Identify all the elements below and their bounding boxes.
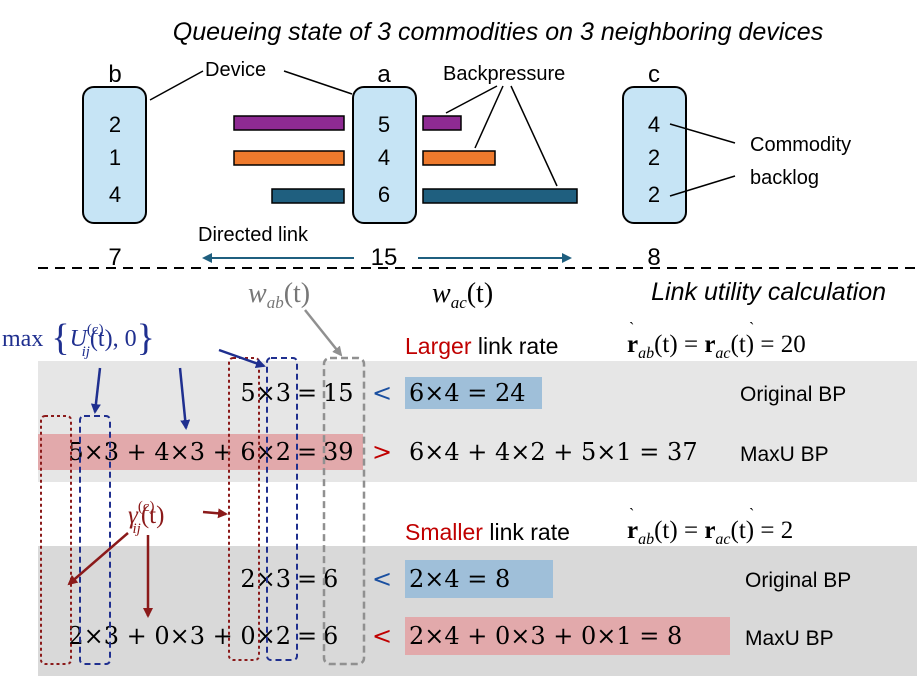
s1r2-rhs: 6×4 + 4×2 + 5×1 = 37 — [409, 438, 698, 466]
backpressure-leader-1 — [445, 85, 498, 114]
queue-b-3: 4 — [109, 182, 121, 207]
s2r2-label: MaxU BP — [745, 627, 834, 650]
weight-ab: wab(t) — [248, 278, 310, 312]
commodity-backlog-label-line2: backlog — [750, 167, 819, 189]
gamma-annotation: γ(c)ij(t) — [128, 499, 164, 537]
s1r2-val: 39 — [323, 438, 354, 466]
queue-b-2: 1 — [109, 145, 121, 170]
scenario2-rate-label: Smaller link rate — [405, 519, 570, 545]
highlight-col-u-2 — [266, 357, 298, 661]
scenario1-rate-label: Larger link rate — [405, 333, 558, 359]
s2r1-lhs: 2×3 — [240, 565, 291, 593]
device-box-b — [82, 86, 147, 224]
highlight-col-weight — [322, 356, 366, 666]
commodity-leader-1 — [669, 123, 736, 144]
queue-a-1: 5 — [378, 112, 390, 137]
s1r2-eq: = — [297, 438, 317, 466]
s2r1-rhs-highlight — [405, 560, 553, 598]
figure-title: Queueing state of 3 commodities on 3 nei… — [173, 18, 823, 46]
total-a: 15 — [371, 244, 398, 271]
s2r2-rhs-highlight — [405, 617, 730, 655]
arrow-gamma-to-col1 — [67, 532, 129, 586]
highlight-col-u-1 — [79, 415, 111, 665]
backpressure-leader-3 — [510, 85, 558, 187]
scenario1-grave-2: ` — [749, 320, 754, 337]
s1r1-rhs: 6×4 = 24 — [409, 379, 526, 407]
commodity-leader-2 — [669, 175, 736, 197]
s2r1-label: Original BP — [745, 569, 851, 592]
s2r1-op: < — [372, 565, 392, 593]
queue-a-2: 4 — [378, 145, 390, 170]
s2r1-eq: = — [297, 565, 317, 593]
arrow-u-to-col1 — [90, 367, 102, 414]
queue-c-1: 4 — [648, 112, 660, 137]
backpressure-bar-3 — [422, 188, 578, 204]
directed-link-label: Directed link — [198, 224, 309, 246]
device-leader-line-b — [149, 70, 204, 101]
arrow-weight-to-col — [304, 309, 343, 357]
queue-c-3: 2 — [648, 182, 660, 207]
bar-a-commodity1 — [233, 115, 345, 131]
s2r2-eq: = — [297, 622, 317, 650]
weight-ac: wac(t) — [432, 278, 493, 312]
scenario2-grave-1: ` — [629, 506, 634, 523]
s1r1-label: Original BP — [740, 383, 846, 406]
backpressure-bar-1 — [422, 115, 462, 131]
total-b: 7 — [108, 244, 121, 271]
s1r2-op: > — [372, 438, 392, 466]
s1r1-eq: = — [297, 379, 317, 407]
s2r2-rhs: 2×4 + 0×3 + 0×1 = 8 — [409, 622, 682, 650]
s1r1-lhs: 5×3 — [240, 379, 291, 407]
bar-a-commodity2 — [233, 150, 345, 166]
highlight-col-gamma-1 — [40, 415, 72, 665]
max-u-annotation: max{U(c)ij(t), 0} — [2, 317, 155, 360]
s1r2-lhs-highlight — [38, 434, 363, 470]
s2r1-val: 6 — [323, 565, 338, 593]
device-name-a: a — [377, 61, 391, 88]
device-label: Device — [205, 59, 266, 81]
s1r1-op: < — [372, 379, 392, 407]
queue-b-1: 2 — [109, 112, 121, 137]
arrow-gamma-to-col2 — [202, 508, 228, 519]
bar-a-commodity3 — [271, 188, 345, 204]
s2r2-op: < — [372, 622, 392, 650]
backpressure-leader-2 — [474, 85, 504, 149]
s2r2-val: 6 — [323, 622, 338, 650]
commodity-backlog-label-line1: Commodity — [750, 134, 851, 156]
backpressure-label: Backpressure — [443, 63, 565, 85]
section2-title: Link utility calculation — [651, 278, 886, 306]
queue-a-3: 6 — [378, 182, 390, 207]
s1r1-val: 15 — [323, 379, 354, 407]
backpressure-bar-2 — [422, 150, 496, 166]
device-name-c: c — [648, 61, 660, 88]
arrow-u-to-col2 — [218, 348, 266, 369]
s2r2-lhs: 2×3 + 0×3 + 0×2 — [68, 622, 291, 650]
device-name-b: b — [108, 61, 121, 88]
scenario2-grave-2: ` — [749, 506, 754, 523]
s1r2-lhs: 5×3 + 4×3 + 6×2 — [68, 438, 291, 466]
s2r1-rhs: 2×4 = 8 — [409, 565, 510, 593]
device-box-a — [352, 86, 417, 224]
scenario2-rate-equation: rab(t) = rac(t) = 2 — [627, 517, 793, 548]
s1r2-label: MaxU BP — [740, 443, 829, 466]
device-leader-line-a — [283, 70, 353, 95]
queue-c-2: 2 — [648, 145, 660, 170]
device-box-c — [622, 86, 687, 224]
scenario1-rate-equation: rab(t) = rac(t) = 20 — [627, 331, 806, 362]
scenario1-grave-1: ` — [629, 320, 634, 337]
arrow-u-to-mid — [178, 367, 191, 430]
total-c: 8 — [647, 244, 660, 271]
s1r1-rhs-highlight — [405, 377, 542, 409]
highlight-col-gamma-2 — [228, 357, 260, 661]
